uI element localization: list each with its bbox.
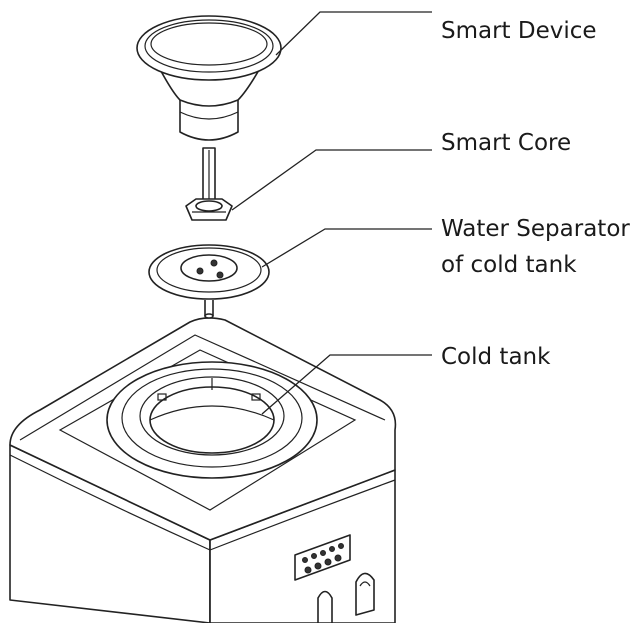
label-smart-device: Smart Device (441, 18, 597, 44)
leader-lines (231, 11, 432, 415)
leader-cold-tank (261, 354, 432, 415)
leader-smart-device (275, 11, 432, 56)
cold-tank-housing (9, 317, 397, 623)
label-water-separator-line2: of cold tank (441, 252, 577, 278)
leader-smart-core (231, 149, 432, 211)
label-cold-tank: Cold tank (441, 344, 551, 370)
control-panel-buttons (302, 543, 344, 574)
label-smart-core: Smart Core (441, 130, 571, 156)
leader-water-separator (261, 228, 432, 268)
label-water-separator-line1: Water Separator (441, 216, 630, 242)
smart-device (136, 15, 282, 141)
smart-core (185, 147, 233, 221)
water-separator (148, 244, 270, 319)
